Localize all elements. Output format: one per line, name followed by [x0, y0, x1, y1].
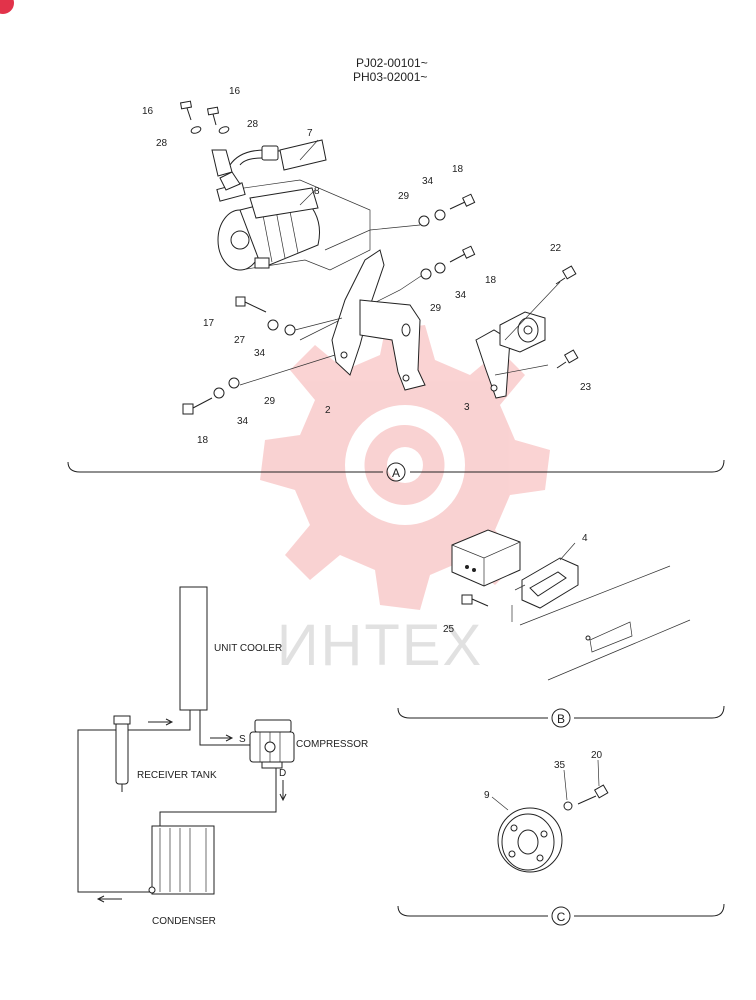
control-unit — [451, 529, 521, 587]
pulley-9 — [497, 807, 563, 873]
callout-23: 23 — [580, 382, 592, 393]
mounting-bracket-4 — [521, 557, 579, 609]
bracket-3 — [475, 329, 511, 399]
switch-assembly — [499, 311, 546, 353]
callout-7: 7 — [307, 128, 313, 139]
washer-34-lower — [213, 387, 225, 399]
callout-28-left: 28 — [156, 138, 168, 149]
label-unit-cooler: UNIT COOLER — [214, 643, 282, 654]
section-a-label: A — [392, 466, 400, 480]
bolt-20 — [577, 784, 609, 805]
washer-34-lower-left — [284, 324, 296, 336]
o-ring-28-right — [218, 126, 230, 134]
callout-22: 22 — [550, 243, 562, 254]
callout-35: 35 — [554, 760, 566, 771]
bolt-18-lower — [182, 397, 213, 415]
hose-fitting — [211, 149, 233, 177]
washer-27 — [267, 319, 279, 331]
section-b-label: B — [557, 712, 565, 726]
callout-3: 3 — [464, 402, 470, 413]
condenser-symbol — [148, 825, 215, 895]
watermark-text: ИНТЕХ — [277, 613, 483, 678]
callout-25: 25 — [443, 624, 455, 635]
bolt-22 — [555, 265, 577, 285]
callout-27: 27 — [234, 335, 246, 346]
section-a-assembly — [179, 100, 579, 415]
callout-29-upper: 29 — [398, 191, 410, 202]
callout-16-right: 16 — [229, 86, 241, 97]
section-b-assembly — [451, 529, 691, 681]
label-discharge: D — [279, 768, 286, 779]
washer-35 — [563, 801, 573, 811]
section-c-divider: C — [397, 903, 725, 926]
bracket-2 — [331, 249, 426, 391]
callout-9: 9 — [484, 790, 490, 801]
washer-34-mid — [434, 262, 446, 274]
hose-8 — [249, 187, 319, 219]
bolt-16-right — [206, 106, 220, 126]
washer-29-lower — [228, 377, 240, 389]
label-condenser: CONDENSER — [152, 916, 216, 927]
o-ring-28-left — [190, 126, 202, 134]
callout-17: 17 — [203, 318, 215, 329]
bolt-18-upper — [449, 193, 476, 210]
callout-2: 2 — [325, 405, 331, 416]
washer-29-upper — [418, 215, 430, 227]
label-receiver-tank: RECEIVER TANK — [137, 770, 217, 781]
receiver-tank — [113, 715, 131, 792]
bolt-18-mid — [449, 245, 476, 263]
callout-18-lower: 18 — [197, 435, 209, 446]
callout-18-upper: 18 — [452, 164, 464, 175]
washer-29-mid — [420, 268, 432, 280]
section-a-divider: A — [67, 459, 725, 482]
label-compressor: COMPRESSOR — [296, 739, 368, 750]
callout-29-mid: 29 — [430, 303, 442, 314]
callout-28-right: 28 — [247, 119, 259, 130]
bolt-25 — [461, 594, 489, 607]
panel — [519, 565, 691, 681]
section-b-divider: B — [397, 705, 725, 728]
refrigerant-schematic — [77, 586, 295, 903]
serial-range-2: PH03-02001~ — [353, 70, 427, 84]
section-c-label: C — [557, 910, 566, 924]
unit-cooler-box — [179, 586, 208, 711]
washer-34-upper — [434, 209, 446, 221]
hose-7 — [229, 139, 327, 171]
bolt-16-left — [179, 100, 193, 121]
callout-34-lower-left: 34 — [254, 348, 266, 359]
callout-29-lower: 29 — [264, 396, 276, 407]
serial-range-1: PJ02-00101~ — [356, 56, 428, 70]
callout-8: 8 — [314, 186, 320, 197]
callout-20: 20 — [591, 750, 603, 761]
corner-badge — [0, 0, 14, 14]
callout-4: 4 — [582, 533, 588, 544]
callout-34-lower: 34 — [237, 416, 249, 427]
section-c-assembly — [491, 759, 609, 873]
callout-18-mid: 18 — [485, 275, 497, 286]
bolt-17 — [235, 296, 267, 313]
compressor-symbol — [249, 719, 295, 769]
callout-16-left: 16 — [142, 106, 154, 117]
label-suction: S — [239, 734, 246, 745]
callout-34-mid: 34 — [455, 290, 467, 301]
callout-34-upper: 34 — [422, 176, 434, 187]
bolt-23 — [556, 349, 579, 369]
